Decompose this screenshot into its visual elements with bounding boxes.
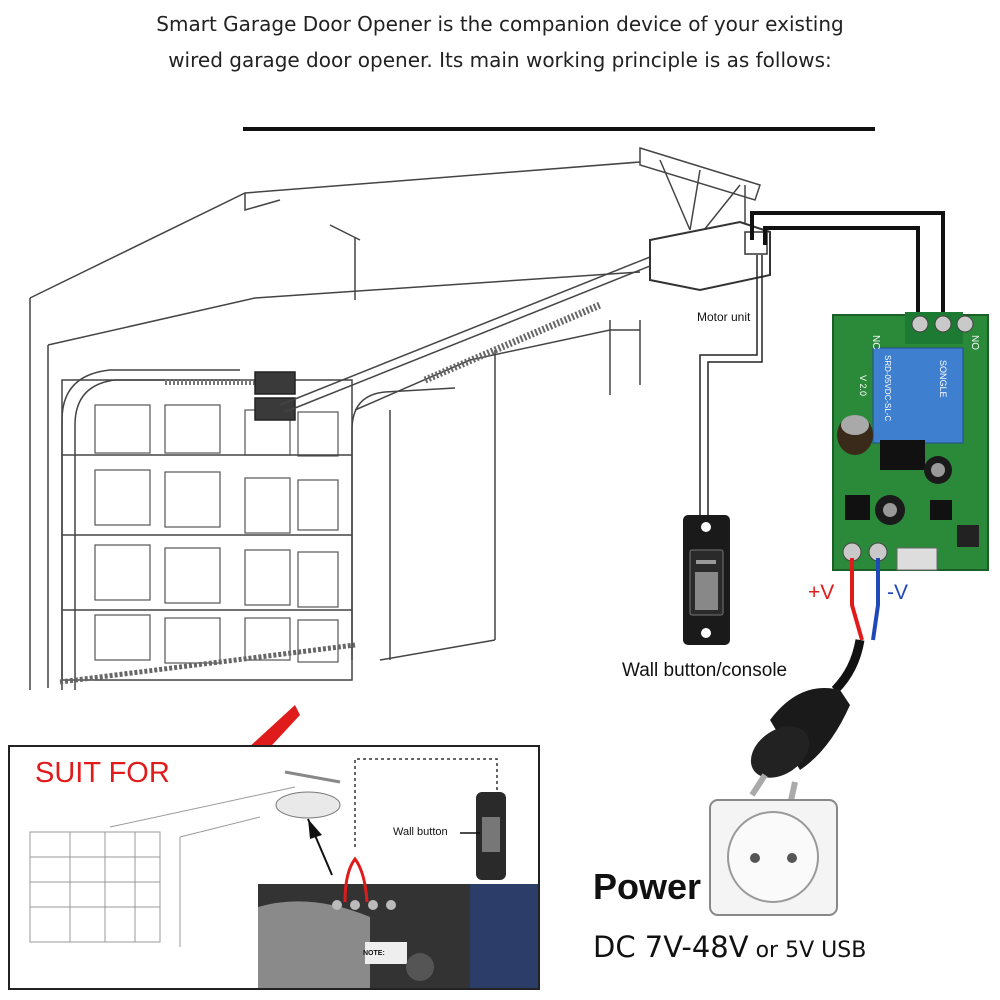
garage-illustration: [29, 146, 771, 690]
positive-voltage-label: +V: [808, 581, 835, 604]
wall-button-wires: [699, 255, 763, 520]
power-spec: DC 7V-48V or 5V USB: [593, 930, 866, 964]
suit-for-illustration: [29, 758, 538, 988]
intro-text: Smart Garage Door Opener is the companio…: [0, 6, 1000, 78]
relay-brand-label: SONGLE: [938, 360, 948, 398]
wall-button-console-label: Wall button/console: [622, 660, 788, 681]
suit-for-panel: [8, 745, 540, 990]
power-wires: [831, 558, 880, 694]
suit-wall-button-label: Wall button: [393, 826, 448, 838]
power-spec-main: DC 7V-48V: [593, 930, 749, 964]
motor-unit-label: Motor unit: [697, 310, 751, 324]
title-divider: [243, 127, 875, 131]
intro-line-1: Smart Garage Door Opener is the companio…: [156, 12, 844, 36]
power-spec-usb: 5V USB: [785, 938, 867, 963]
relay-board: NC NO V 2.0 SONGLE SRD-05VDC-SL-C: [832, 312, 989, 571]
power-title: Power: [593, 866, 702, 907]
wall-socket: [709, 799, 838, 916]
terminal-no-label: NO: [969, 335, 980, 350]
relay-model-label: SRD-05VDC-SL-C: [883, 355, 892, 421]
intro-line-2: wired garage door opener. Its main worki…: [168, 48, 832, 72]
negative-voltage-label: -V: [887, 581, 908, 604]
power-spec-or: or: [748, 938, 786, 963]
suit-for-title: SUIT FOR: [35, 757, 170, 789]
suit-note-label: NOTE:: [363, 950, 385, 957]
wall-button-console: [683, 515, 730, 645]
board-version-label: V 2.0: [858, 375, 868, 396]
motor-to-relay-wires: [750, 211, 945, 318]
power-plug: [749, 688, 850, 806]
terminal-nc-label: NC: [870, 335, 881, 349]
